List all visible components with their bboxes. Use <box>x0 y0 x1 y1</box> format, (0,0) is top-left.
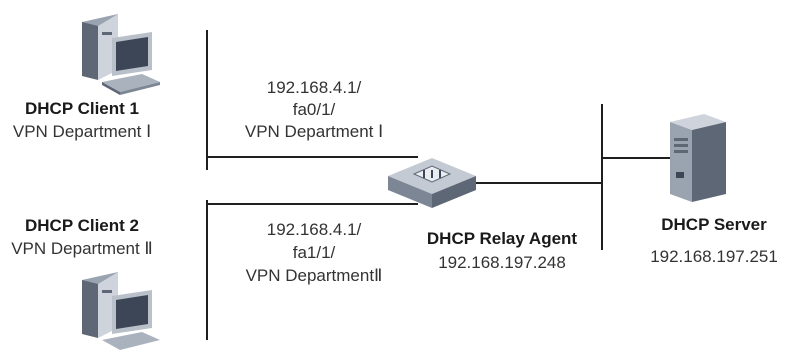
computer-icon <box>72 14 164 101</box>
switch-icon <box>384 152 480 219</box>
client2-name: DHCP Client 2 <box>25 216 139 235</box>
interface1-ip: 192.168.4.1/ <box>266 78 362 97</box>
interface2-vpn: VPN DepartmentⅡ <box>245 266 383 285</box>
server-name: DHCP Server <box>661 215 767 234</box>
client1-name: DHCP Client 1 <box>25 99 139 118</box>
interface1-port: fa0/1/ <box>292 100 336 119</box>
server-icon <box>664 112 730 209</box>
relay-name: DHCP Relay Agent <box>426 229 578 248</box>
client2-vpn: VPN Department Ⅱ <box>11 239 153 258</box>
interface2-port: fa1/1/ <box>292 243 336 262</box>
interface1-vpn: VPN Department Ⅰ <box>244 122 384 141</box>
server-ip: 192.168.197.251 <box>650 247 778 266</box>
relay-ip: 192.168.197.248 <box>438 253 566 272</box>
client1-vpn: VPN Department Ⅰ <box>12 122 152 141</box>
interface2-ip: 192.168.4.1/ <box>266 220 362 239</box>
computer-icon <box>72 272 164 354</box>
